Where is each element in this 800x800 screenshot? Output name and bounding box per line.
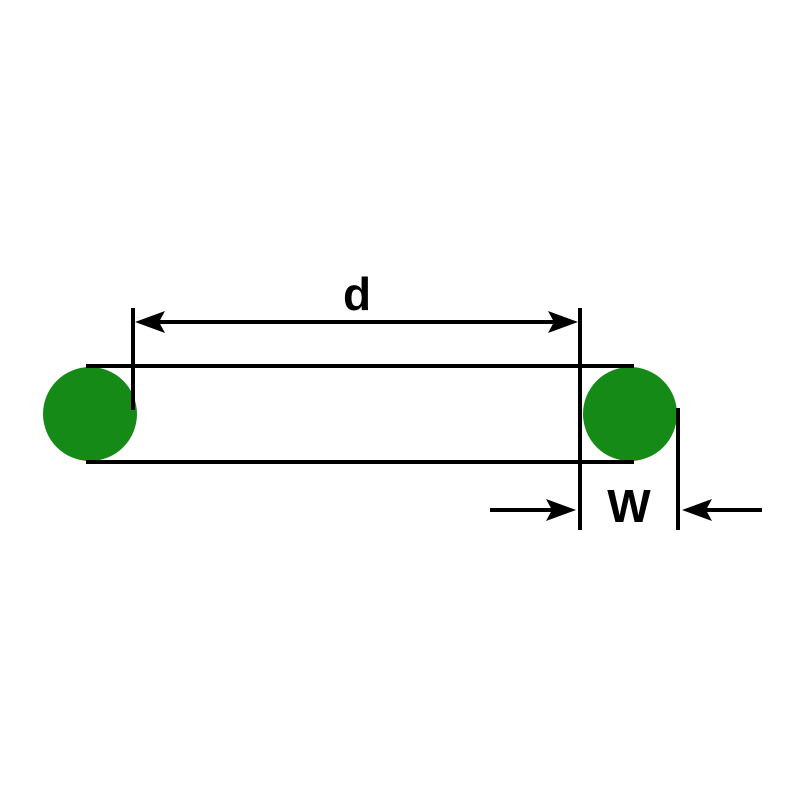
- dimension-label-w: W: [607, 480, 651, 532]
- dimension-label-d: d: [343, 268, 371, 320]
- oring-left-cross-section-circle: [43, 367, 137, 461]
- w-arrowhead-right-icon: [682, 499, 712, 521]
- oring-right-cross-section-circle: [583, 367, 677, 461]
- d-arrowhead-right-icon: [548, 311, 578, 333]
- w-arrowhead-left-icon: [546, 499, 576, 521]
- d-arrowhead-left-icon: [135, 311, 165, 333]
